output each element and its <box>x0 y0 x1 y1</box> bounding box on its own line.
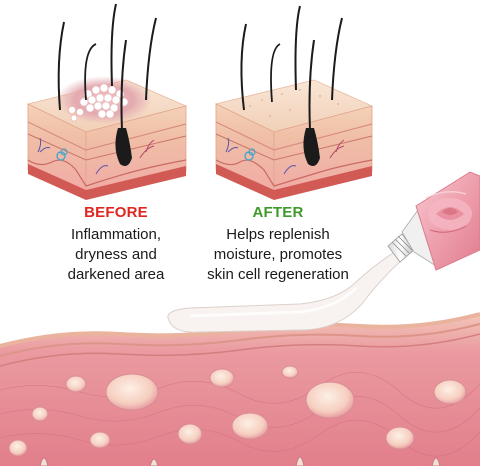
cream-tube-icon <box>387 171 480 271</box>
skin-block-healthy-icon <box>214 5 374 200</box>
before-description-line-3: darkened area <box>67 266 165 283</box>
after-caption: AFTER Helps replenish moisture, promotes… <box>178 204 378 285</box>
before-description-line-2: dryness and <box>75 246 157 263</box>
before-description-line-1: Inflammation, <box>70 226 162 243</box>
after-label: AFTER <box>252 204 304 221</box>
after-description-line-1: Helps replenish <box>226 226 330 243</box>
skin-block-inflamed-icon <box>26 3 188 200</box>
before-label: BEFORE <box>84 204 148 221</box>
after-description-line-3: skin cell regeneration <box>207 266 349 283</box>
after-description-line-2: moisture, promotes <box>213 246 343 263</box>
skin-cross-section-icon <box>0 312 480 466</box>
before-caption: BEFORE Inflammation, dryness and darkene… <box>18 204 214 285</box>
